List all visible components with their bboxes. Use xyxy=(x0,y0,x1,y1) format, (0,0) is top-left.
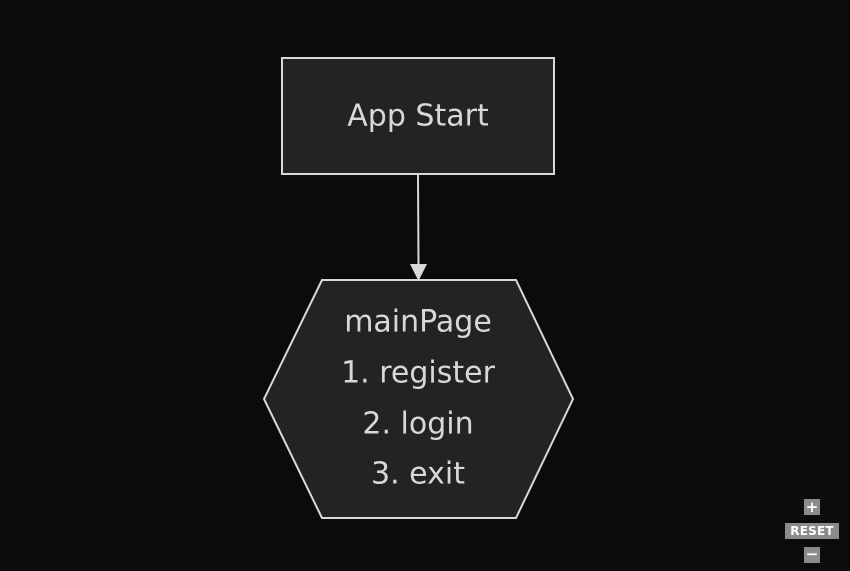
zoom-in-button[interactable]: + xyxy=(804,498,820,516)
zoom-out-button[interactable]: − xyxy=(804,545,820,563)
node-main-page-option-register: 1. register xyxy=(341,356,496,391)
node-main-page[interactable]: mainPage 1. register 2. login 3. exit xyxy=(262,279,575,519)
edge-line xyxy=(417,173,420,267)
node-main-page-shape xyxy=(262,279,575,519)
reset-zoom-button[interactable]: RESET xyxy=(785,523,839,539)
edge-app-start-to-main-page xyxy=(410,173,427,281)
node-app-start[interactable]: App Start xyxy=(281,57,555,175)
node-main-page-title: mainPage xyxy=(344,305,492,340)
node-main-page-option-exit: 3. exit xyxy=(371,457,465,492)
node-app-start-label: App Start xyxy=(347,99,489,134)
node-app-start-shape xyxy=(281,57,555,175)
zoom-controls: + RESET − xyxy=(785,499,839,565)
arrowhead-icon xyxy=(410,264,427,281)
node-main-page-option-login: 2. login xyxy=(362,407,473,442)
